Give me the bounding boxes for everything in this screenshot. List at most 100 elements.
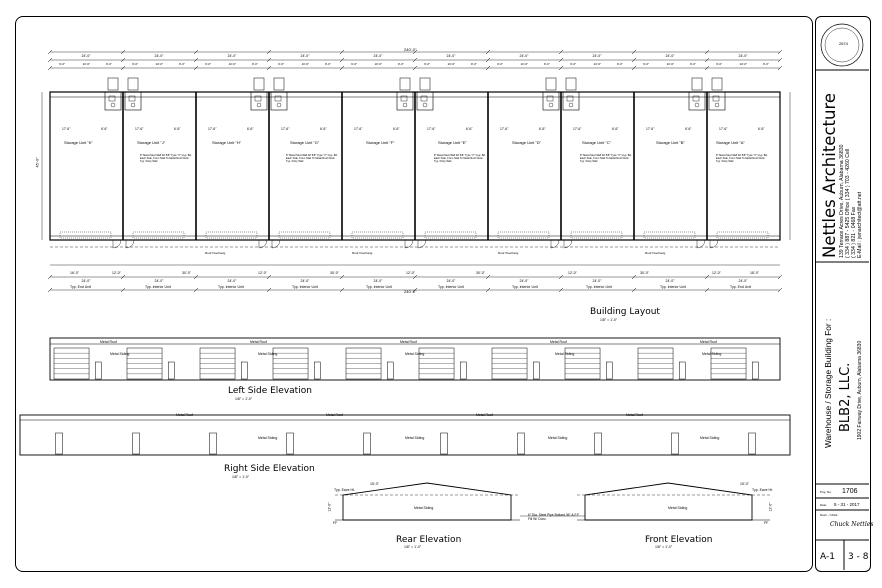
- sub-dim-text: 9'-0": [59, 62, 65, 66]
- dimension-tick: [193, 57, 199, 63]
- room-dim-text: 17'-6": [354, 127, 363, 131]
- restroom: [688, 91, 706, 111]
- dimension-tick: [266, 274, 272, 280]
- man-door: [594, 432, 602, 455]
- roof-overhang-note: Roof Overhang: [205, 251, 226, 255]
- man-door: [460, 361, 467, 380]
- sub-dim-text: 9'-0": [351, 62, 357, 66]
- rear-elevation-title: Rear Elevation: [396, 535, 462, 545]
- eave-dim: 12'-0": [327, 502, 332, 512]
- metal-roof-note: Metal Roof: [700, 340, 717, 344]
- roof-overhang-note: Roof Overhang: [498, 251, 519, 255]
- unit-a-label: Storage Unit "A": [716, 140, 745, 145]
- overall-dim-top: 240'-0": [404, 47, 417, 52]
- bay-dim-text: 24'-0": [666, 279, 676, 283]
- man-door: [748, 432, 756, 455]
- sub-dim-text: 9'-0": [252, 62, 258, 66]
- lavatory: [422, 102, 428, 108]
- drawing-border: [15, 16, 813, 572]
- unit-j-label: Storage Unit "J": [137, 140, 166, 145]
- door-swing: [709, 239, 719, 249]
- ridge-dim: 15'-0": [370, 482, 379, 486]
- building-layout-plan: 24'-0" 24'-0" 9'-0" 10'-0" 9'-0" 17'-6" 6'-6" 2…: [41, 49, 791, 293]
- dimension-tick: [412, 274, 418, 280]
- sub-dim-text: 9'-0": [424, 62, 430, 66]
- man-door: [55, 432, 63, 455]
- mechanical-unit: [545, 77, 557, 91]
- metal-roof-note: Metal Roof: [476, 413, 493, 417]
- room-dim-text: 6'-6": [320, 127, 327, 131]
- dimension-tick: [193, 274, 199, 280]
- room-dim-text: 6'-6": [685, 127, 692, 131]
- mechanical-unit: [127, 77, 139, 91]
- bay-dim-text: 24'-0": [301, 279, 311, 283]
- front-elevation-title: Front Elevation: [645, 535, 713, 545]
- metal-siding-note: Metal Siding: [405, 436, 425, 440]
- man-door: [671, 432, 679, 455]
- bottom-label-interior: Typ. Interior Unit: [145, 285, 171, 289]
- dimension-tick: [266, 57, 272, 63]
- restroom: [124, 91, 142, 111]
- man-door: [286, 432, 294, 455]
- lavatory: [110, 102, 116, 108]
- date-label: Date: [820, 503, 827, 507]
- dimension-tick: [339, 274, 345, 280]
- toilet: [712, 95, 720, 102]
- bay-dim-text: 24'-0": [593, 279, 603, 283]
- sub-dim-text: 10'-0": [594, 62, 602, 66]
- door-swing: [125, 239, 135, 249]
- bottom-label-interior: Typ. Interior Unit: [512, 285, 538, 289]
- dimension-tick: [631, 57, 637, 63]
- metal-roof-note: Metal Roof: [326, 413, 343, 417]
- sub-dim-text: 9'-0": [278, 62, 284, 66]
- roof-overhang-note: Roof Overhang: [645, 251, 666, 255]
- dimension-tick: [120, 274, 126, 280]
- room-dim-text: 6'-6": [174, 127, 181, 131]
- toilet: [400, 95, 408, 102]
- dimension-tick: [777, 49, 783, 55]
- dimension-tick: [704, 57, 710, 63]
- man-door: [241, 361, 248, 380]
- unit-h-label: Storage Unit "H": [212, 140, 242, 145]
- dimension-tick: [777, 57, 783, 63]
- rear-elevation-scale: 1/8" = 1'-0": [404, 545, 422, 549]
- mechanical-unit: [399, 77, 411, 91]
- left-side-elevation-scale: 1/8" = 1'-0": [235, 397, 253, 401]
- dimension-tick: [485, 274, 491, 280]
- room-dim-text: 6'-6": [612, 127, 619, 131]
- man-door: [209, 432, 217, 455]
- dimension-tick: [120, 65, 126, 71]
- job-no-label: Proj. No.: [820, 490, 832, 494]
- bay-dim-text: 24'-0": [155, 279, 165, 283]
- dimension-tick: [47, 274, 53, 280]
- dimension-tick: [631, 49, 637, 55]
- bottom-label-interior: Typ. Interior Unit: [438, 285, 464, 289]
- overhead-door: [132, 231, 185, 239]
- drawn-label: Drwn. / Chkd.: [820, 513, 839, 517]
- dimension-tick: [704, 287, 710, 293]
- man-door: [752, 361, 759, 380]
- eave-dim: 12'-0": [768, 502, 773, 512]
- dimension-tick: [558, 65, 564, 71]
- dimension-tick: [558, 287, 564, 293]
- dimension-tick: [193, 65, 199, 71]
- bottom-label-interior: Typ. Interior Unit: [366, 285, 392, 289]
- dimension-tick: [558, 49, 564, 55]
- door-swing: [271, 239, 281, 249]
- party-wall-note: 8" Metal Stud Wall W/ 5/8" Type "X" Gyp.…: [580, 154, 632, 163]
- lavatory: [694, 102, 700, 108]
- toilet: [128, 95, 136, 102]
- sub-dim-text: 9'-0": [643, 62, 649, 66]
- dimension-tick: [193, 287, 199, 293]
- sub-dim-text: 9'-0": [690, 62, 696, 66]
- project-location: 1902 Fairway Drive, Auburn, Alabama 3683…: [857, 340, 863, 440]
- room-dim-text: 17'-6": [135, 127, 144, 131]
- door-dim: 30'-0": [182, 271, 191, 275]
- toilet: [692, 95, 700, 102]
- dimension-tick: [339, 65, 345, 71]
- dimension-tick: [47, 49, 53, 55]
- sub-dim-text: 9'-0": [132, 62, 138, 66]
- dimension-tick: [485, 57, 491, 63]
- room-dim-text: 17'-6": [427, 127, 436, 131]
